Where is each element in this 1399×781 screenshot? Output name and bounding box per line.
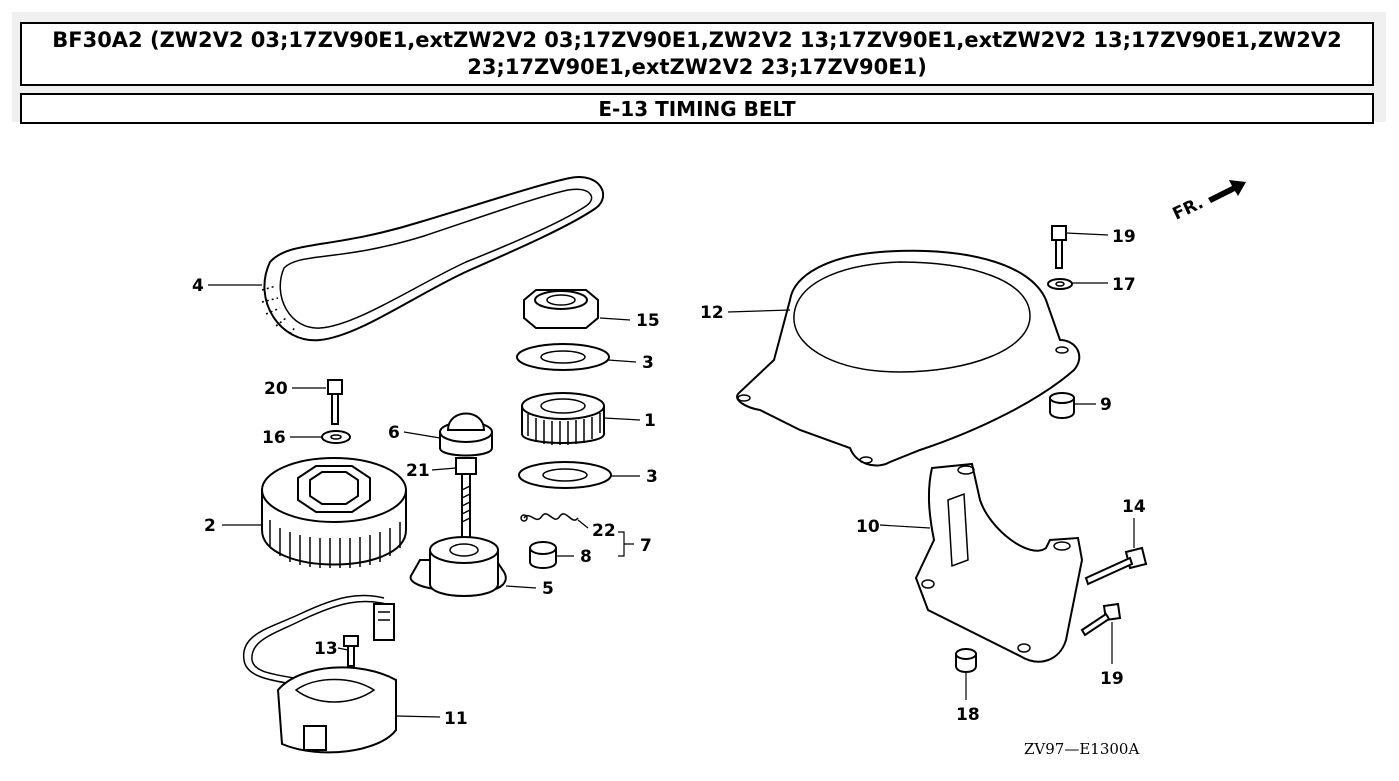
- washer-upper[interactable]: [516, 343, 610, 371]
- dowel-pin[interactable]: [955, 648, 977, 673]
- cam-pulley[interactable]: [521, 392, 605, 445]
- flywheel-bolt[interactable]: [327, 379, 343, 425]
- callout-14: 14: [1122, 497, 1146, 517]
- tensioner[interactable]: [409, 536, 507, 597]
- pulser-coil[interactable]: [243, 594, 397, 754]
- callout-18: 18: [956, 705, 980, 725]
- washer-small[interactable]: [321, 430, 351, 444]
- front-arrow-icon: FR.: [1170, 180, 1246, 225]
- callout-16: 16: [262, 428, 286, 448]
- callout-1: 1: [644, 411, 656, 431]
- bracket-bolt-lower[interactable]: [1080, 602, 1122, 637]
- callout-2: 2: [204, 516, 216, 536]
- callout-15: 15: [636, 311, 660, 331]
- timing-belt[interactable]: [261, 176, 605, 342]
- callout-labels: 4 15 3 1 3 5 6 20 16 2 21 22 8 7 13 11 1…: [192, 227, 1146, 729]
- callout-21: 21: [406, 461, 430, 481]
- callout-5: 5: [542, 579, 554, 599]
- callout-10: 10: [856, 517, 880, 537]
- crank-pulley[interactable]: [261, 457, 407, 568]
- callout-22: 22: [592, 521, 616, 541]
- callout-12: 12: [700, 303, 724, 323]
- fr-label: FR.: [1170, 193, 1207, 224]
- cover-bolt[interactable]: [1051, 225, 1067, 269]
- leader-lines: [208, 232, 1135, 718]
- grommet[interactable]: [1049, 392, 1075, 419]
- bracket-bolt[interactable]: [1084, 546, 1148, 586]
- callout-9: 9: [1100, 395, 1112, 415]
- cover-bracket[interactable]: [914, 462, 1084, 663]
- drawing-code: ZV97—E1300A: [1024, 740, 1139, 758]
- callout-19-lower: 19: [1100, 669, 1124, 689]
- callout-13: 13: [314, 639, 338, 659]
- callout-3-lower: 3: [646, 467, 658, 487]
- callout-3-upper: 3: [642, 353, 654, 373]
- collar[interactable]: [529, 541, 557, 569]
- model-title: BF30A2 (ZW2V2 03;17ZV90E1,extZW2V2 03;17…: [20, 22, 1374, 86]
- washer-lower[interactable]: [518, 461, 612, 489]
- callout-17: 17: [1112, 275, 1136, 295]
- timing-belt-cover[interactable]: [736, 249, 1081, 467]
- callout-20: 20: [264, 379, 288, 399]
- cap[interactable]: [439, 412, 493, 457]
- callout-7: 7: [640, 536, 652, 556]
- callout-19-upper: 19: [1112, 227, 1136, 247]
- callout-8: 8: [580, 547, 592, 567]
- coil-screw[interactable]: [343, 635, 359, 667]
- cover-washer[interactable]: [1047, 278, 1073, 290]
- header-panel: BF30A2 (ZW2V2 03;17ZV90E1,extZW2V2 03;17…: [12, 12, 1386, 124]
- section-title: E-13 TIMING BELT: [20, 93, 1374, 124]
- callout-4: 4: [192, 276, 204, 296]
- callout-6: 6: [388, 423, 400, 443]
- tensioner-bolt[interactable]: [455, 457, 477, 541]
- nut[interactable]: [523, 289, 599, 329]
- tensioner-spring[interactable]: [520, 513, 579, 522]
- callout-11: 11: [444, 709, 468, 729]
